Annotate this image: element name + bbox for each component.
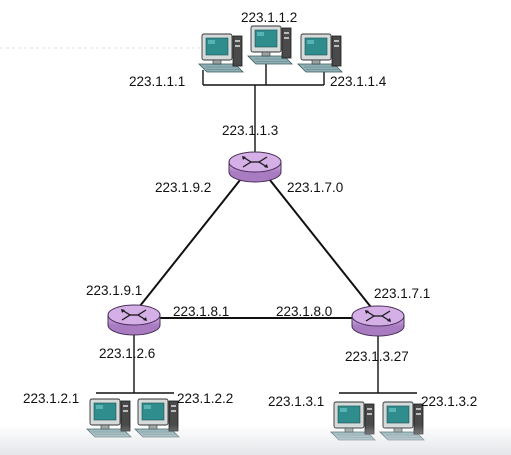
host-top-right-address: 223.1.1.4 <box>330 74 387 89</box>
router-icon <box>228 151 282 183</box>
router-left-subnet-address: 223.1.2.6 <box>99 346 156 361</box>
link-top-right <box>257 164 379 317</box>
router-left-top-link-address: 223.1.9.1 <box>86 283 143 298</box>
host-bottom-right-2-address: 223.1.3.2 <box>421 394 478 409</box>
bottom-fade <box>0 425 511 455</box>
router-icon <box>107 304 161 336</box>
router-right-subnet-address: 223.1.3.27 <box>345 349 409 364</box>
host-top-left-address: 223.1.1.1 <box>129 74 186 89</box>
network-links <box>131 164 379 319</box>
router-top-subnet-address: 223.1.1.3 <box>222 123 279 138</box>
host-bottom-left-2-address: 223.1.2.2 <box>177 391 234 406</box>
host-bottom-left-1-address: 223.1.2.1 <box>23 391 80 406</box>
router-icon <box>351 305 405 337</box>
router-top-left-link-address: 223.1.9.2 <box>155 180 212 195</box>
router-right-top-link-address: 223.1.7.1 <box>374 286 431 301</box>
desktop-computer-icon <box>297 33 343 73</box>
host-top-center-address: 223.1.1.2 <box>241 10 298 25</box>
link-top-left <box>131 164 253 317</box>
desktop-computer-icon <box>247 25 293 65</box>
router-top-right-link-address: 223.1.7.0 <box>287 180 344 195</box>
subnet-wires <box>96 64 417 394</box>
desktop-computer-icon <box>198 33 244 73</box>
host-bottom-right-1-address: 223.1.3.1 <box>268 394 325 409</box>
router-left-middle-link-address: 223.1.8.1 <box>173 304 230 319</box>
router-right-middle-link-address: 223.1.8.0 <box>276 304 333 319</box>
